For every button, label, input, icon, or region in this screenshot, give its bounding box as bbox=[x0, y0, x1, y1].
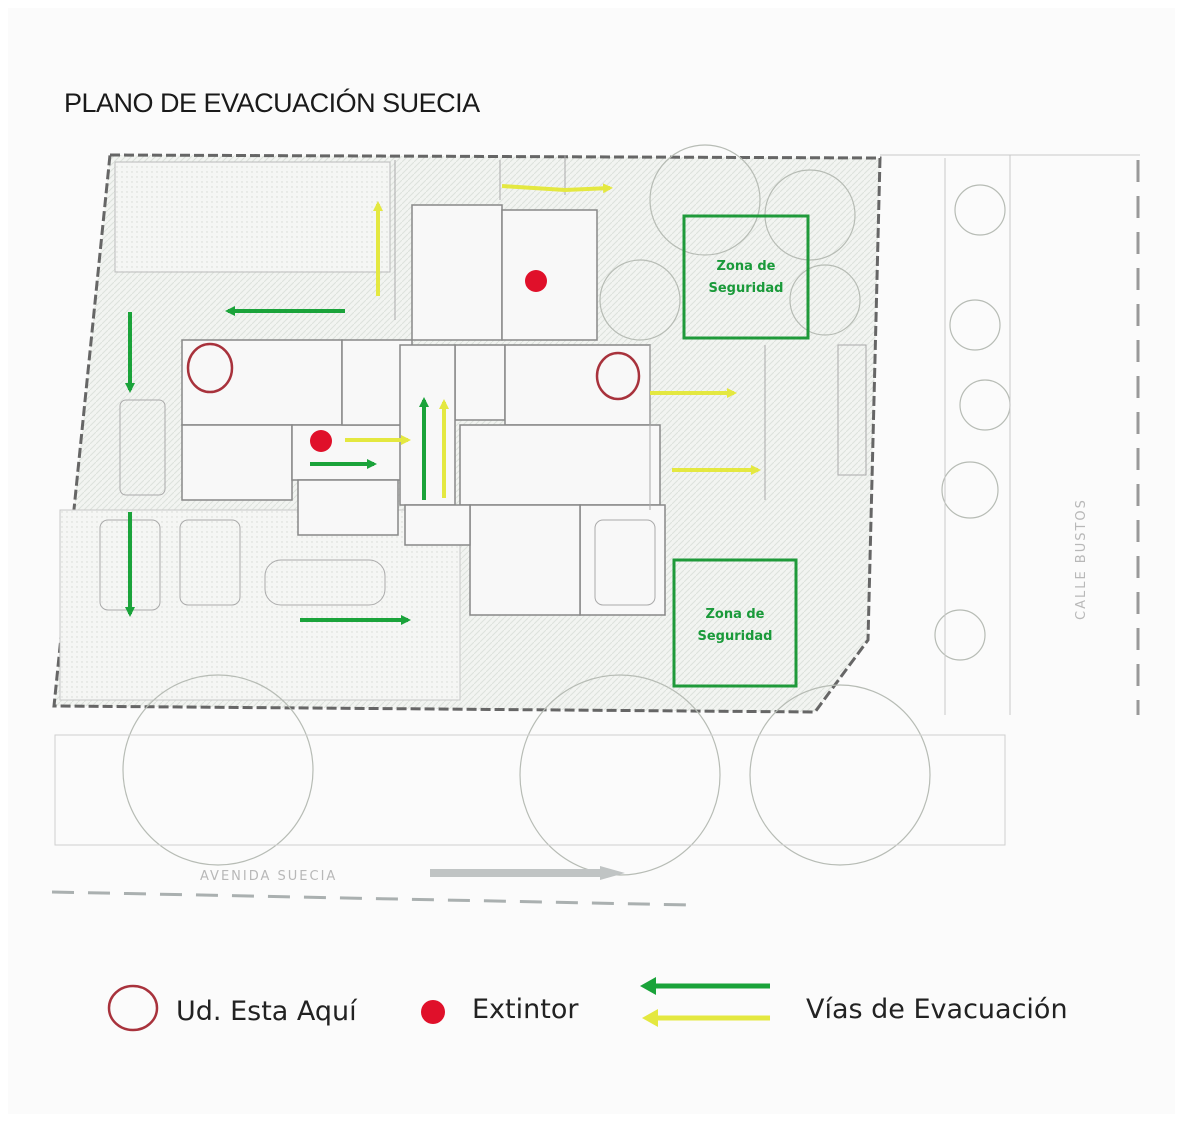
legend-extinguisher-icon bbox=[421, 1000, 445, 1024]
building-rooms bbox=[181, 204, 666, 616]
you-are-here-marker bbox=[595, 351, 641, 401]
street-label-avenida-suecia: AVENIDA SUECIA bbox=[200, 869, 337, 884]
room-detail-lines bbox=[99, 155, 867, 611]
yellow-arrow bbox=[501, 183, 613, 194]
extinguishers bbox=[310, 270, 547, 452]
safety-zone-bottom: Zona de Seguridad bbox=[672, 558, 798, 688]
street-lines bbox=[51, 154, 1140, 907]
safety-zone-bottom-line2: Seguridad bbox=[698, 629, 773, 644]
legend-you-are-here-label: Ud. Esta Aquí bbox=[176, 996, 357, 1027]
you-are-here-marker bbox=[186, 342, 234, 394]
legend-evacuation-routes-label: Vías de Evacuación bbox=[806, 994, 1068, 1025]
page-title: PLANO DE EVACUACIÓN SUECIA bbox=[64, 88, 480, 118]
green-evacuation-routes bbox=[125, 306, 429, 625]
safety-zone-top-line2: Seguridad bbox=[709, 281, 784, 296]
you-are-here-markers bbox=[186, 342, 641, 401]
yellow-evacuation-routes bbox=[345, 183, 761, 498]
extinguisher-marker bbox=[310, 430, 332, 452]
safety-zone-top-line1: Zona de bbox=[716, 259, 775, 274]
legend-symbols bbox=[107, 977, 770, 1032]
extinguisher-marker bbox=[525, 270, 547, 292]
legend-extinguisher-label: Extintor bbox=[472, 994, 579, 1025]
safety-zone-top: Zona de Seguridad bbox=[682, 214, 810, 340]
legend-you-are-here-icon bbox=[107, 984, 159, 1032]
street-label-calle-bustos: CALLE BUSTOS bbox=[1074, 498, 1089, 620]
safety-zone-bottom-line1: Zona de bbox=[705, 607, 764, 622]
